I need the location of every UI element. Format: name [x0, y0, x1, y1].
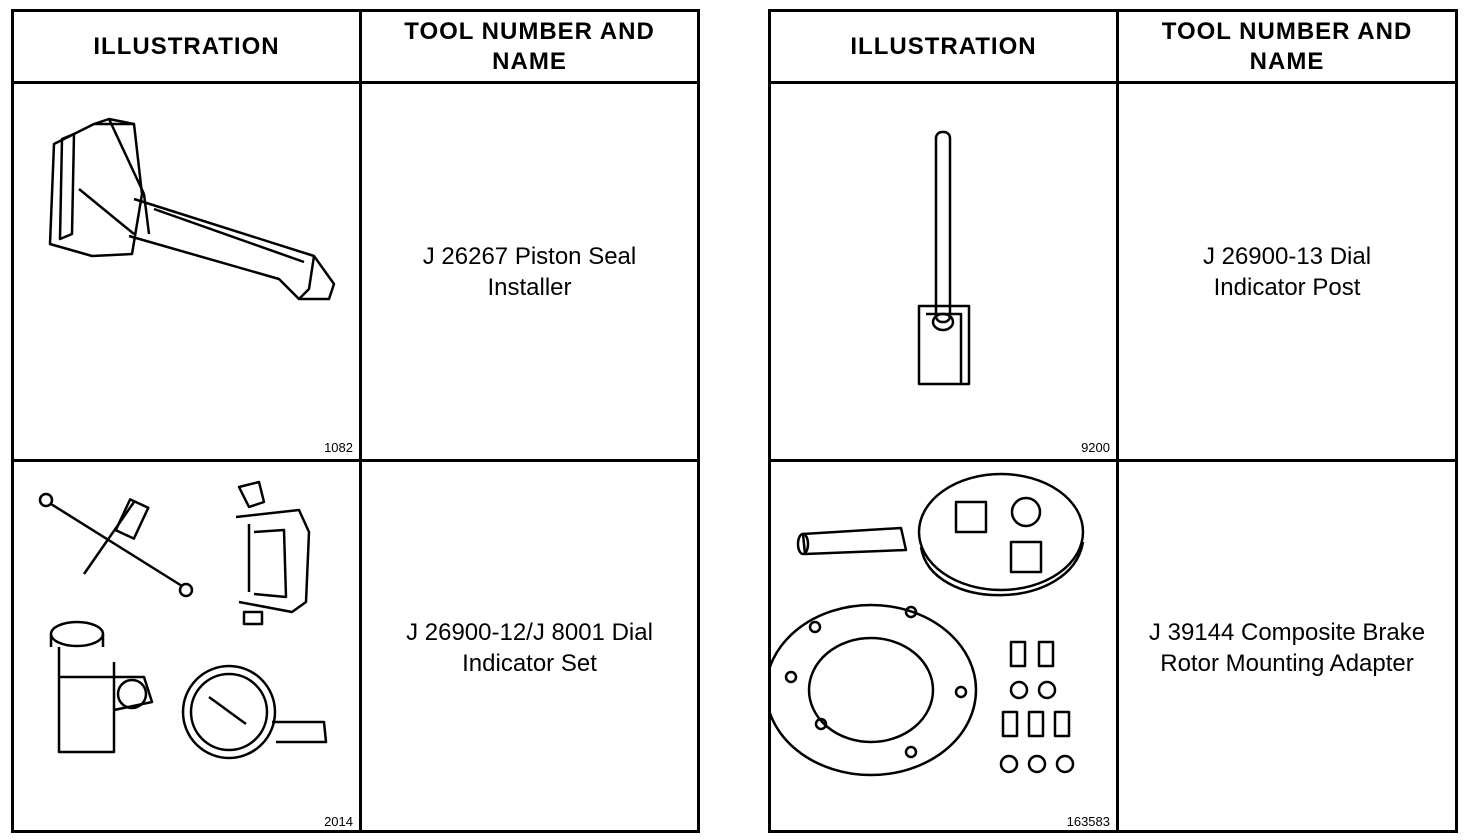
table-row: 9200 J 26900-13 Dial Indicator Post [771, 84, 1455, 462]
tool-table-right: ILLUSTRATION TOOL NUMBER AND NAME 9200 J… [768, 9, 1458, 833]
figure-number: 163583 [1066, 814, 1110, 829]
illustration-column-header: ILLUSTRATION [14, 12, 362, 81]
tool-name: J 39144 Composite Brake Rotor Mounting A… [1148, 618, 1426, 677]
illustration-cell: 9200 [771, 84, 1119, 459]
rotor-mounting-adapter-icon [771, 472, 1085, 777]
tool-name-cell: J 39144 Composite Brake Rotor Mounting A… [1119, 462, 1455, 833]
table-row: 2014 J 26900-12/J 8001 Dial Indicator Se… [14, 462, 697, 833]
illustration-cell: 2014 [14, 462, 362, 833]
illustration-cell: 163583 [771, 462, 1119, 833]
tool-column-header: TOOL NUMBER AND NAME [404, 17, 655, 75]
dial-indicator-post-icon [917, 130, 971, 386]
tool-name: J 26900-13 Dial Indicator Post [1202, 242, 1372, 301]
tool-name: J 26900-12/J 8001 Dial Indicator Set [406, 618, 653, 677]
illustration-column-header: ILLUSTRATION [771, 12, 1119, 81]
tool-name-cell: J 26900-12/J 8001 Dial Indicator Set [362, 462, 697, 833]
tool-column-header: TOOL NUMBER AND NAME [1161, 17, 1413, 75]
tool-name: J 26267 Piston Seal Installer [422, 242, 637, 301]
table-header-row: ILLUSTRATION TOOL NUMBER AND NAME [14, 12, 697, 84]
figure-number: 2014 [324, 814, 353, 829]
table-row: 1082 J 26267 Piston Seal Installer [14, 84, 697, 462]
dial-indicator-set-icon [38, 480, 328, 760]
table-header-row: ILLUSTRATION TOOL NUMBER AND NAME [771, 12, 1455, 84]
figure-number: 1082 [324, 440, 353, 455]
tool-name-cell: J 26267 Piston Seal Installer [362, 84, 697, 459]
figure-number: 9200 [1081, 440, 1110, 455]
tool-name-cell: J 26900-13 Dial Indicator Post [1119, 84, 1455, 459]
piston-seal-installer-icon [48, 117, 336, 301]
tool-table-left: ILLUSTRATION TOOL NUMBER AND NAME 1082 [11, 9, 700, 833]
table-row: 163583 J 39144 Composite Brake Rotor Mou… [771, 462, 1455, 833]
illustration-cell: 1082 [14, 84, 362, 459]
